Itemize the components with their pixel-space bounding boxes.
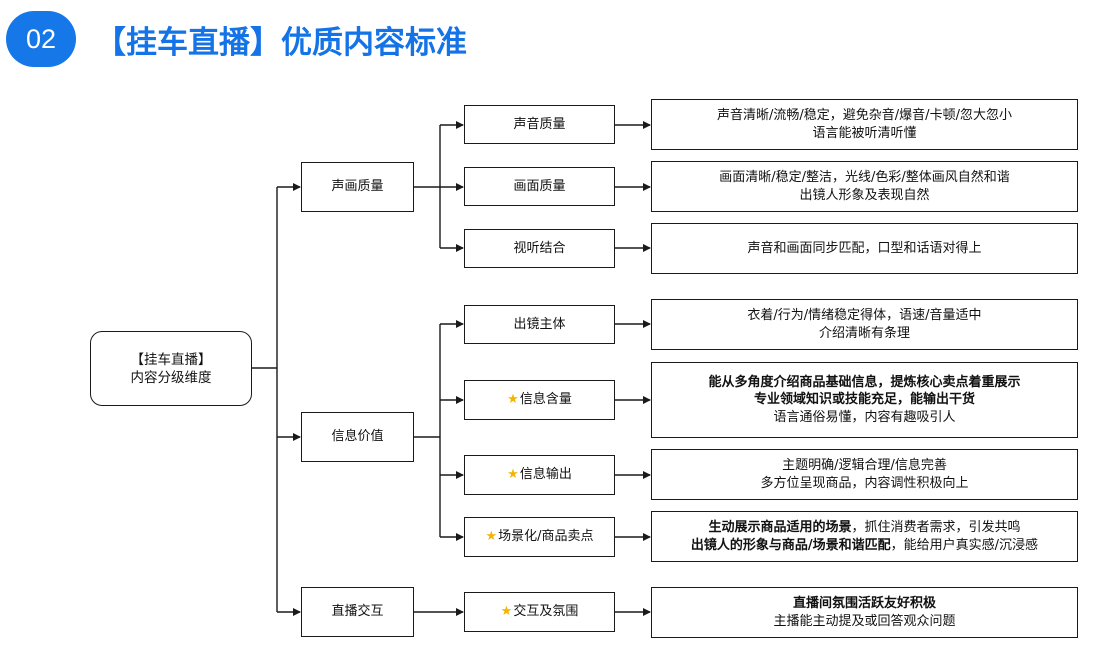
star-icon: ★	[507, 392, 519, 407]
detail-box-picture-quality: 画面清晰/稳定/整洁，光线/色彩/整体画风自然和谐 出镜人形象及表现自然	[651, 161, 1078, 212]
level2-label: 画面质量	[513, 178, 566, 194]
level2-node-on-camera-host: 出镜主体	[464, 305, 615, 344]
root-line-2: 内容分级维度	[130, 369, 212, 386]
level2-label: 信息含量	[519, 392, 572, 407]
level2-label: 出镜主体	[513, 316, 566, 332]
level2-label: 视听结合	[513, 240, 566, 256]
level2-node-interaction-atmosphere: ★ 交互及氛围	[464, 592, 615, 632]
detail-box-info-content: 能从多角度介绍商品基础信息，提炼核心卖点着重展示 专业领域知识或技能充足，能输出…	[651, 362, 1078, 438]
level1-node-audio-visual: 声画质量	[301, 162, 414, 212]
detail-bold-text: 直播间氛围活跃友好积极	[792, 596, 936, 611]
detail-line: 声音和画面同步匹配，口型和话语对得上	[747, 240, 982, 256]
title-suffix: 优质内容标准	[281, 24, 467, 61]
detail-box-info-output: 主题明确/逻辑合理/信息完善 多方位呈现商品，内容调性积极向上	[651, 449, 1078, 500]
level2-node-audio-visual-sync: 视听结合	[464, 229, 615, 268]
detail-line: 介绍清晰有条理	[818, 325, 910, 341]
detail-line: 声音清晰/流畅/稳定，避免杂音/爆音/卡顿/忽大忽小	[717, 108, 1012, 123]
root-line-1: 【挂车直播】	[130, 351, 212, 368]
level1-node-info-value: 信息价值	[301, 412, 414, 462]
star-icon: ★	[500, 604, 513, 619]
detail-bold-text: 能从多角度介绍商品基础信息，提炼核心卖点着重展示	[708, 374, 1021, 390]
detail-line: 画面清晰/稳定/整洁，光线/色彩/整体画风自然和谐	[719, 170, 1010, 185]
page-title: 【 挂车直播 】 优质内容标准	[95, 14, 467, 64]
detail-line: 直播间氛围活跃友好积极	[793, 595, 936, 613]
title-close-bracket: 】	[250, 24, 281, 61]
detail-text: ，能给用户真实感/沉浸感	[890, 537, 1039, 553]
detail-box-on-camera-host: 衣着/行为/情绪稳定得体，语速/音量适中 介绍清晰有条理	[651, 299, 1078, 350]
level2-label: 交互及氛围	[513, 604, 579, 619]
detail-line: 能从多角度介绍商品基础信息，提炼核心卖点着重展示	[708, 374, 1020, 392]
detail-line: 衣着/行为/情绪稳定得体，语速/音量适中	[747, 308, 982, 323]
section-number: 02	[25, 23, 57, 54]
level2-node-scenario-selling-points: ★ 场景化/商品卖点	[464, 517, 615, 557]
detail-line: 出镜人的形象与商品/场景和谐匹配，能给用户真实感/沉浸感	[691, 537, 1038, 555]
detail-box-sound-quality: 声音清晰/流畅/稳定，避免杂音/爆音/卡顿/忽大忽小 语言能被听清听懂	[651, 99, 1078, 150]
detail-box-audio-visual-sync: 声音和画面同步匹配，口型和话语对得上	[651, 223, 1078, 274]
level2-node-sound-quality: 声音质量	[464, 105, 615, 144]
star-icon: ★	[485, 529, 498, 544]
level2-label: 场景化/商品卖点	[498, 529, 594, 544]
star-icon: ★	[507, 467, 519, 482]
level1-label: 直播交互	[331, 604, 384, 619]
detail-box-scenario-selling-points: 生动展示商品适用的场景，抓住消费者需求，引发共鸣 出镜人的形象与商品/场景和谐匹…	[651, 511, 1078, 562]
detail-line: 专业领域知识或技能充足，能输出干货	[754, 391, 975, 409]
detail-line: 语言能被听清听懂	[812, 125, 917, 141]
level2-node-info-output: ★ 信息输出	[464, 455, 615, 495]
section-number-badge: 02	[6, 11, 76, 67]
detail-line: 主播能主动提及或回答观众问题	[773, 613, 956, 629]
detail-bold-text: 生动展示商品适用的场景	[708, 520, 852, 535]
level2-label: 信息输出	[519, 467, 572, 482]
detail-box-interaction-atmosphere: 直播间氛围活跃友好积极 主播能主动提及或回答观众问题	[651, 587, 1078, 638]
detail-text: ，抓住消费者需求，引发共鸣	[851, 520, 1021, 535]
detail-bold-text: 出镜人的形象与商品/场景和谐匹配	[690, 537, 891, 553]
level2-node-picture-quality: 画面质量	[464, 167, 615, 206]
root-node: 【挂车直播】 内容分级维度	[90, 331, 252, 406]
level1-node-interaction: 直播交互	[301, 587, 414, 637]
level1-label: 声画质量	[331, 179, 384, 194]
detail-bold-text: 专业领域知识或技能充足，能输出干货	[753, 392, 975, 408]
detail-line: 出镜人形象及表现自然	[799, 187, 930, 203]
detail-line: 多方位呈现商品，内容调性积极向上	[760, 475, 969, 491]
detail-line: 语言通俗易懂，内容有趣吸引人	[773, 409, 956, 425]
detail-line: 生动展示商品适用的场景，抓住消费者需求，引发共鸣	[708, 519, 1020, 537]
level1-label: 信息价值	[331, 429, 384, 444]
level2-node-info-content: ★ 信息含量	[464, 380, 615, 420]
detail-line: 主题明确/逻辑合理/信息完善	[782, 458, 947, 473]
title-open-bracket: 【	[95, 24, 126, 61]
level2-label: 声音质量	[513, 116, 566, 132]
title-main: 挂车直播	[126, 24, 250, 61]
